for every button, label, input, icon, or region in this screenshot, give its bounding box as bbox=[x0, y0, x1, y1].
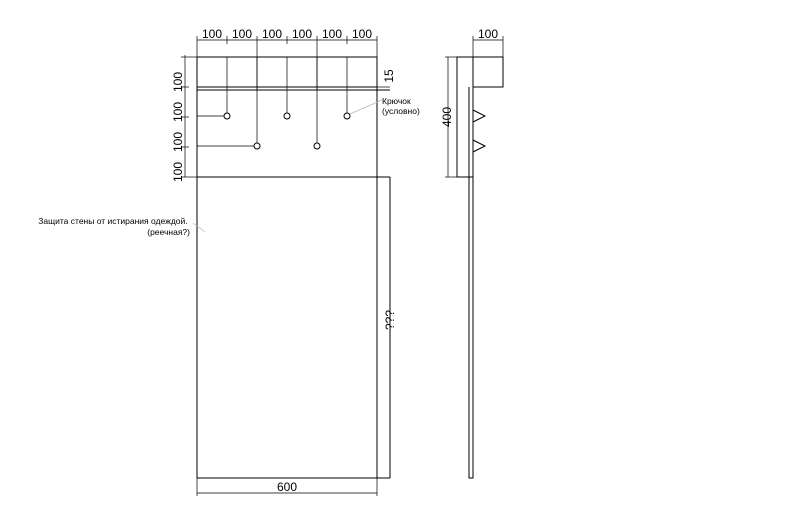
left-dim-label-3: 100 bbox=[171, 132, 185, 152]
protection-label: Защита стены от истирания одеждой. (рееч… bbox=[38, 216, 190, 237]
hook-leader-lines bbox=[197, 57, 348, 147]
left-dim-label-2: 100 bbox=[171, 102, 185, 122]
hook-leader bbox=[349, 99, 383, 115]
hook-3 bbox=[283, 112, 291, 120]
side-protection-strip bbox=[468, 176, 474, 479]
protection-leader bbox=[192, 222, 206, 233]
top-dim-label-6: 100 bbox=[352, 27, 372, 41]
depth-label: 100 bbox=[478, 27, 498, 41]
board-height-label: 400 bbox=[440, 107, 454, 127]
hook-2 bbox=[253, 142, 261, 150]
hook-label-line-2: (условно) bbox=[382, 106, 420, 116]
hook-label: Крючок (условно) bbox=[382, 96, 420, 116]
top-dim-label-4: 100 bbox=[292, 27, 312, 41]
height-label: ??? bbox=[383, 310, 397, 330]
top-dim-label-3: 100 bbox=[262, 27, 282, 41]
protection-label-line-2: (реечная?) bbox=[147, 227, 190, 237]
hook-label-line-1: Крючок bbox=[382, 96, 411, 106]
side-hook-2 bbox=[472, 139, 487, 153]
left-dim-label-4: 100 bbox=[171, 162, 185, 182]
side-hook-1 bbox=[472, 109, 487, 123]
top-dim-label-1: 100 bbox=[202, 27, 222, 41]
side-hanger-board bbox=[456, 56, 474, 178]
wall-protection-panel bbox=[196, 176, 378, 479]
hook-5 bbox=[343, 112, 351, 120]
left-dim-label-1: 100 bbox=[171, 72, 185, 92]
top-dim-label-2: 100 bbox=[232, 27, 252, 41]
hook-4 bbox=[313, 142, 321, 150]
side-shelf bbox=[472, 56, 504, 88]
front-view: 100 100 100 100 100 100 100 100 100 100 … bbox=[38, 27, 420, 496]
top-dim-label-5: 100 bbox=[322, 27, 342, 41]
protection-label-line-1: Защита стены от истирания одеждой. bbox=[38, 216, 187, 226]
shelf-thickness-label: 15 bbox=[382, 69, 396, 83]
side-view: 100 400 bbox=[440, 27, 504, 479]
width-label: 600 bbox=[277, 480, 297, 494]
hook-1 bbox=[223, 112, 231, 120]
left-dimension-ticks bbox=[181, 56, 197, 178]
